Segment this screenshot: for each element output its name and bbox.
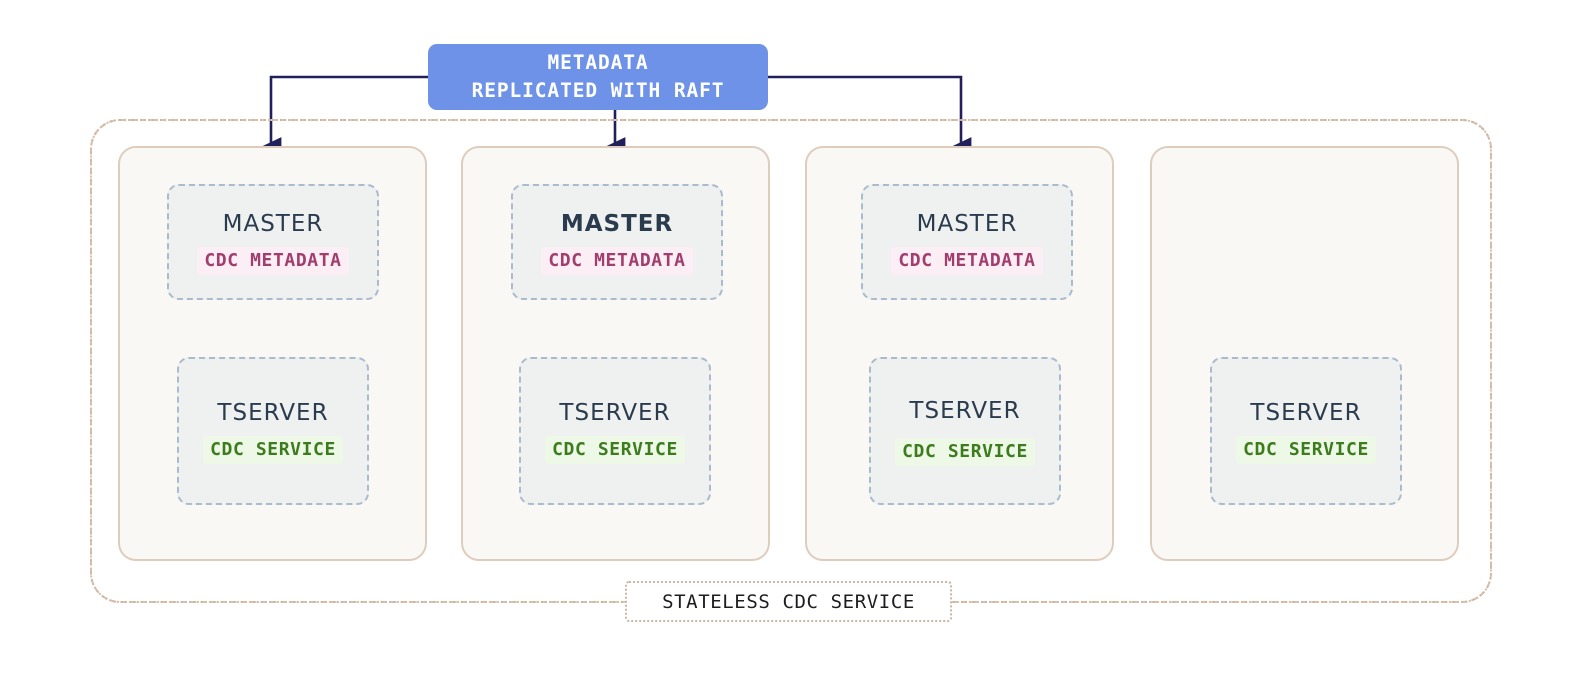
tserver-title-4: TSERVER [1250,400,1362,426]
cdc-metadata-tag-1: CDC METADATA [197,247,349,275]
cdc-service-tag-1: CDC SERVICE [203,436,343,464]
metadata-raft-banner: METADATA REPLICATED WITH RAFT [428,44,768,110]
tserver-component-4: TSERVER CDC SERVICE [1210,357,1402,505]
cdc-metadata-tag-2: CDC METADATA [541,247,693,275]
cluster-caption-text: STATELESS CDC SERVICE [662,590,915,613]
tserver-title-1: TSERVER [217,400,329,426]
tserver-component-2: TSERVER CDC SERVICE [519,357,711,505]
tserver-title-2: TSERVER [559,400,671,426]
node-card-4: TSERVER CDC SERVICE [1150,146,1459,561]
cdc-service-tag-3: CDC SERVICE [895,438,1035,466]
cdc-metadata-tag-3: CDC METADATA [891,247,1043,275]
node-card-3: MASTER CDC METADATA TSERVER CDC SERVICE [805,146,1114,561]
node-card-1: MASTER CDC METADATA TSERVER CDC SERVICE [118,146,427,561]
node-card-2: MASTER CDC METADATA TSERVER CDC SERVICE [461,146,770,561]
metadata-banner-line-2: REPLICATED WITH RAFT [471,79,725,102]
master-title-1: MASTER [222,211,324,237]
master-title-2: MASTER [560,211,674,237]
tserver-component-3: TSERVER CDC SERVICE [869,357,1061,505]
master-component-2: MASTER CDC METADATA [511,184,723,300]
master-component-1: MASTER CDC METADATA [167,184,379,300]
tserver-component-1: TSERVER CDC SERVICE [177,357,369,505]
cdc-service-tag-2: CDC SERVICE [545,436,685,464]
tserver-title-3: TSERVER [909,398,1021,424]
master-title-3: MASTER [916,211,1018,237]
master-component-3: MASTER CDC METADATA [861,184,1073,300]
cdc-service-tag-4: CDC SERVICE [1236,436,1376,464]
cluster-caption: STATELESS CDC SERVICE [625,581,952,622]
metadata-banner-line-1: METADATA [547,51,649,74]
